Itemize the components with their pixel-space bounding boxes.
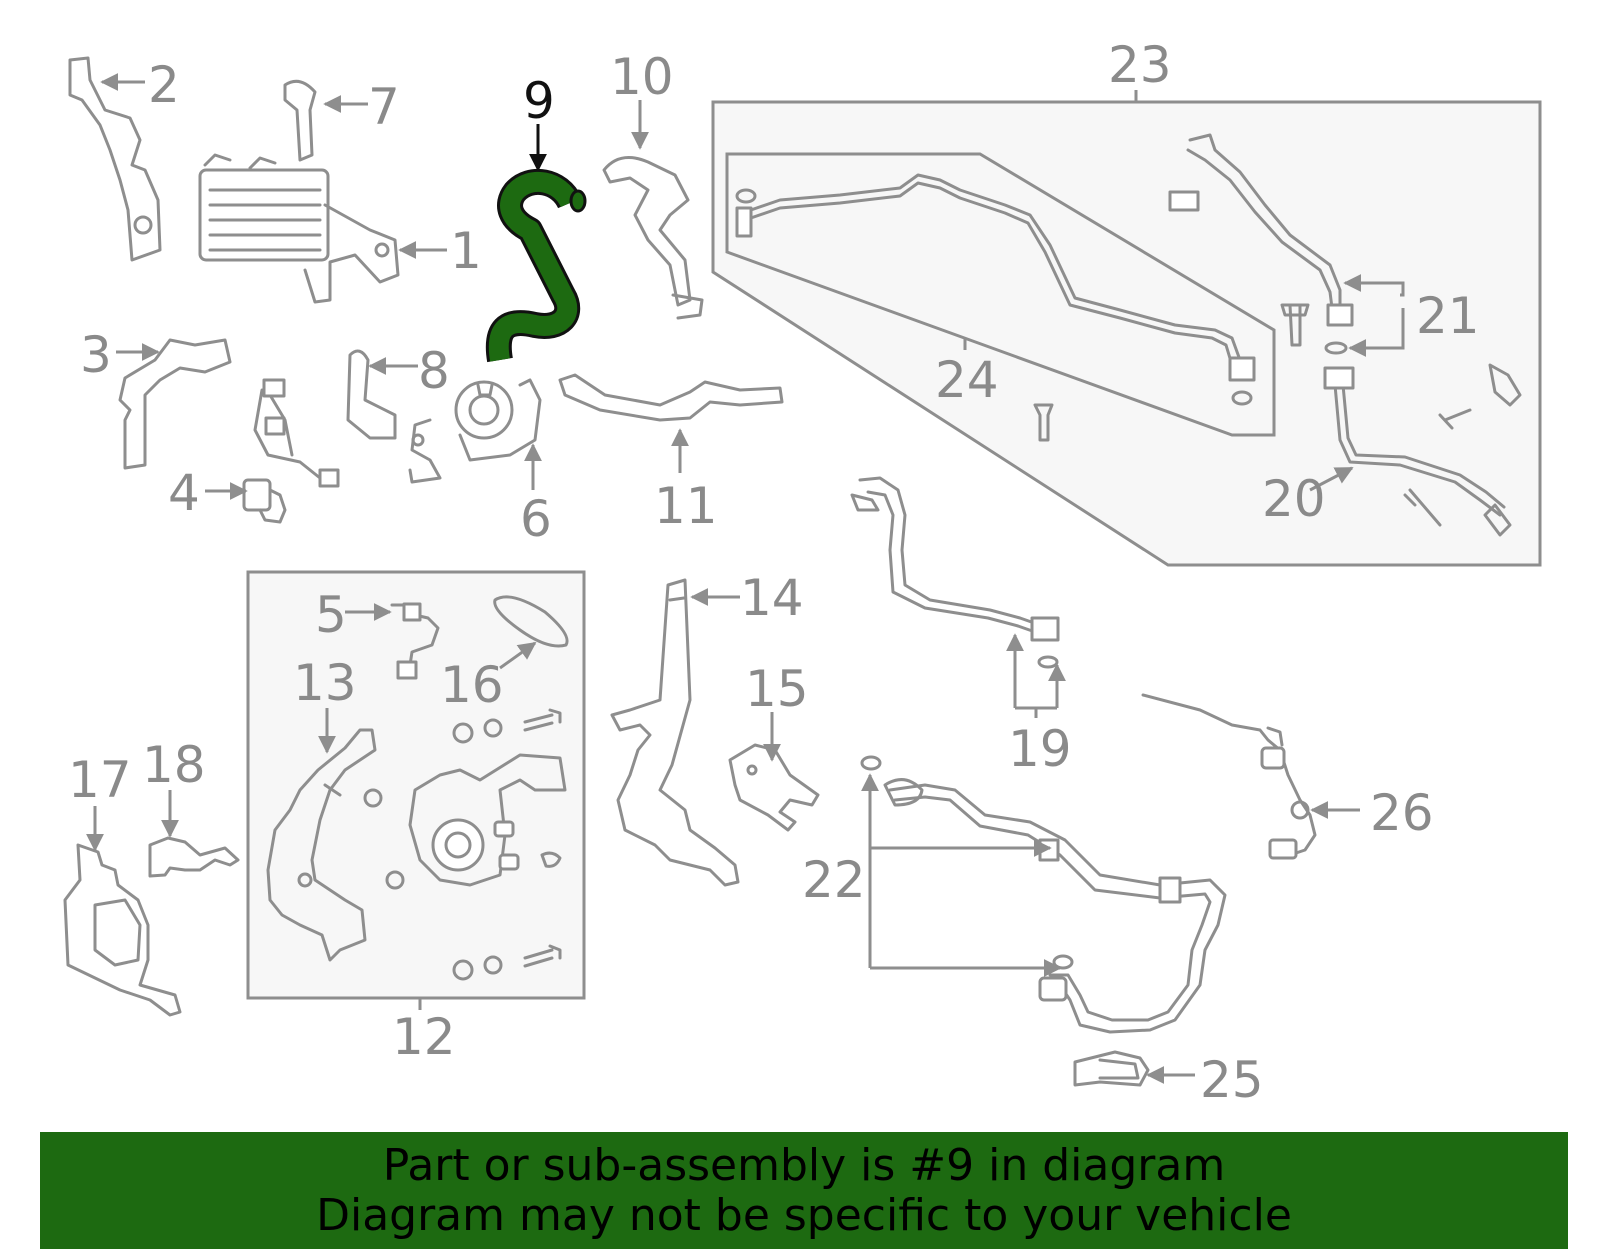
- part-6-pump[interactable]: [408, 378, 542, 484]
- label-12: 12: [392, 1008, 456, 1066]
- part-13-bracket[interactable]: [266, 728, 377, 962]
- label-23: 23: [1108, 36, 1172, 94]
- label-8: 8: [418, 342, 450, 400]
- part-7-hose[interactable]: [283, 79, 317, 162]
- parts-diagram: 1 2 3 4 5 6 7 8 9 10 11 12 13 14 15 16 1…: [63, 36, 1542, 1109]
- part-3-bracket[interactable]: [118, 338, 232, 470]
- part-9-hose-highlighted[interactable]: [485, 169, 587, 363]
- label-4: 4: [168, 464, 200, 522]
- part-17-shield[interactable]: [63, 843, 182, 1017]
- label-14: 14: [740, 569, 804, 627]
- label-10: 10: [610, 48, 674, 106]
- part-19-pipe[interactable]: [850, 476, 1060, 669]
- label-2: 2: [148, 56, 180, 114]
- part-25-clip[interactable]: [1073, 1050, 1150, 1087]
- part-22-hose[interactable]: [860, 755, 1227, 1034]
- label-1: 1: [450, 222, 482, 280]
- label-9: 9: [523, 72, 555, 130]
- part-2-bracket[interactable]: [68, 56, 162, 262]
- part-24-pipe[interactable]: [735, 173, 1256, 406]
- group-box-24: [725, 152, 1276, 437]
- part-16-gasket[interactable]: [493, 595, 569, 648]
- label-25: 25: [1200, 1051, 1264, 1109]
- label-20: 20: [1262, 470, 1326, 528]
- label-21: 21: [1416, 287, 1480, 345]
- banner-line-disclaimer: Diagram may not be specific to your vehi…: [316, 1190, 1292, 1241]
- part-1-cooler[interactable]: [198, 153, 400, 304]
- label-11: 11: [654, 477, 718, 535]
- part-11-hose[interactable]: [558, 373, 784, 422]
- label-7: 7: [368, 78, 400, 136]
- label-6: 6: [520, 490, 552, 548]
- part-4-harness[interactable]: [242, 378, 340, 524]
- info-banner: Part or sub-assembly is #9 in diagram Di…: [40, 1132, 1568, 1249]
- part-18-bracket[interactable]: [148, 836, 240, 878]
- label-15: 15: [745, 660, 809, 718]
- part-10-hose[interactable]: [602, 156, 704, 320]
- part-5-harness[interactable]: [390, 602, 440, 680]
- part-labels: 1 2 3 4 5 6 7 8 9 10 11 12 13 14 15 16 1…: [68, 36, 1480, 1109]
- part-15-bracket[interactable]: [728, 743, 820, 832]
- part-14-bracket[interactable]: [610, 578, 740, 887]
- label-3: 3: [80, 326, 112, 384]
- label-13: 13: [293, 654, 357, 712]
- label-18: 18: [142, 736, 206, 794]
- part-20-pipe[interactable]: [1033, 363, 1522, 537]
- label-26: 26: [1370, 784, 1434, 842]
- part-8-hose[interactable]: [346, 349, 397, 440]
- banner-line-part: Part or sub-assembly is #9 in diagram: [382, 1140, 1226, 1191]
- label-17: 17: [68, 751, 132, 809]
- part-12-valve[interactable]: [363, 708, 567, 981]
- label-19: 19: [1008, 720, 1072, 778]
- label-16: 16: [440, 656, 504, 714]
- part-21-pipe[interactable]: [1168, 133, 1354, 355]
- leader-lines: [86, 73, 1405, 1084]
- part-26-sensor[interactable]: [1141, 693, 1317, 860]
- label-5: 5: [315, 586, 347, 644]
- label-22: 22: [802, 851, 866, 909]
- label-24: 24: [935, 351, 999, 409]
